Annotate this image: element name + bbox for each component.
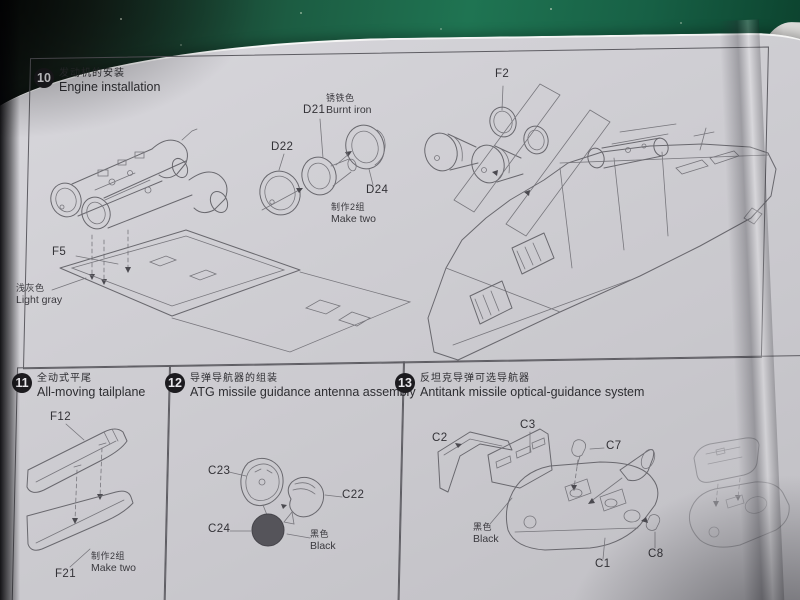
light-gray-en: Light gray <box>16 293 63 306</box>
step11-tailplane-drawing <box>27 424 133 567</box>
part-label-f21: F21 <box>55 568 77 580</box>
black-en-step13: Black <box>473 532 499 545</box>
step13-number-badge: 13 <box>395 373 415 393</box>
make-two-zh-step11: 制作2组 <box>91 551 126 561</box>
make-two-en-step11: Make two <box>91 561 136 574</box>
step11-title-en: All-moving tailplane <box>37 384 146 399</box>
black-zh-step12: 黑色 <box>310 529 330 539</box>
step10-f2-covers-drawing <box>421 84 610 236</box>
black-en-step12: Black <box>310 539 336 552</box>
color-note-light-gray: 浅灰色 Light gray <box>16 283 62 306</box>
make-two-note-step10: 制作2组 Make two <box>331 202 376 225</box>
part-label-c23: C23 <box>208 465 231 477</box>
step11-title-zh: 全动式平尾 <box>37 373 92 384</box>
part-label-c22: C22 <box>342 489 365 501</box>
step10-fuselage-drawing <box>428 124 776 360</box>
step13-title-zh: 反坦克导弹可选导航器 <box>420 373 530 384</box>
part-label-d21: D21 <box>303 104 326 116</box>
color-note-black-step12: 黑色 Black <box>310 529 336 552</box>
part-label-d24: D24 <box>366 184 389 196</box>
left-edge-shadow <box>0 0 20 600</box>
part-label-c2: C2 <box>432 432 448 444</box>
step10-d-parts-drawing <box>255 119 389 219</box>
make-two-en-step10: Make two <box>331 212 376 225</box>
step13-titles: 反坦克导弹可选导航器 Antitank missile optical-guid… <box>420 373 644 399</box>
top-left-vignette <box>0 0 260 140</box>
light-gray-zh: 浅灰色 <box>16 283 45 293</box>
step10-engine-assembly-drawing <box>46 129 230 285</box>
burnt-iron-en: Burnt iron <box>326 103 372 116</box>
part-label-c3: C3 <box>520 419 536 431</box>
burnt-iron-zh: 锈铁色 <box>326 93 355 103</box>
part-label-f2: F2 <box>495 68 510 80</box>
step12-title-en: ATG missile guidance antenna assembly <box>190 384 416 399</box>
step11-titles: 全动式平尾 All-moving tailplane <box>37 373 145 399</box>
step13-header: 13 反坦克导弹可选导航器 Antitank missile optical-g… <box>395 373 644 399</box>
make-two-zh-step10: 制作2组 <box>331 202 366 212</box>
step12-title-zh: 导弹导航器的组装 <box>190 373 278 384</box>
part-label-c7: C7 <box>606 440 622 452</box>
step12-titles: 导弹导航器的组装 ATG missile guidance antenna as… <box>190 373 416 399</box>
step10-cabin-roof-drawing <box>52 230 410 352</box>
part-label-d22: D22 <box>271 141 294 153</box>
step12-number-badge: 12 <box>165 373 185 393</box>
part-label-c24: C24 <box>208 523 231 535</box>
step12-header: 12 导弹导航器的组装 ATG missile guidance antenna… <box>165 373 416 399</box>
part-label-f12: F12 <box>50 411 72 423</box>
black-zh-step13: 黑色 <box>473 522 493 532</box>
make-two-note-step11: 制作2组 Make two <box>91 551 136 574</box>
color-note-black-step13: 黑色 Black <box>473 522 499 545</box>
step11-header: 11 全动式平尾 All-moving tailplane <box>12 373 145 399</box>
step13-title-en: Antitank missile optical-guidance system <box>420 384 645 399</box>
step12-antenna-drawing <box>229 458 342 546</box>
part-label-f5: F5 <box>52 246 67 258</box>
bottom-right-shadow <box>530 450 800 600</box>
color-note-burnt-iron: 锈铁色 Burnt iron <box>326 93 372 116</box>
